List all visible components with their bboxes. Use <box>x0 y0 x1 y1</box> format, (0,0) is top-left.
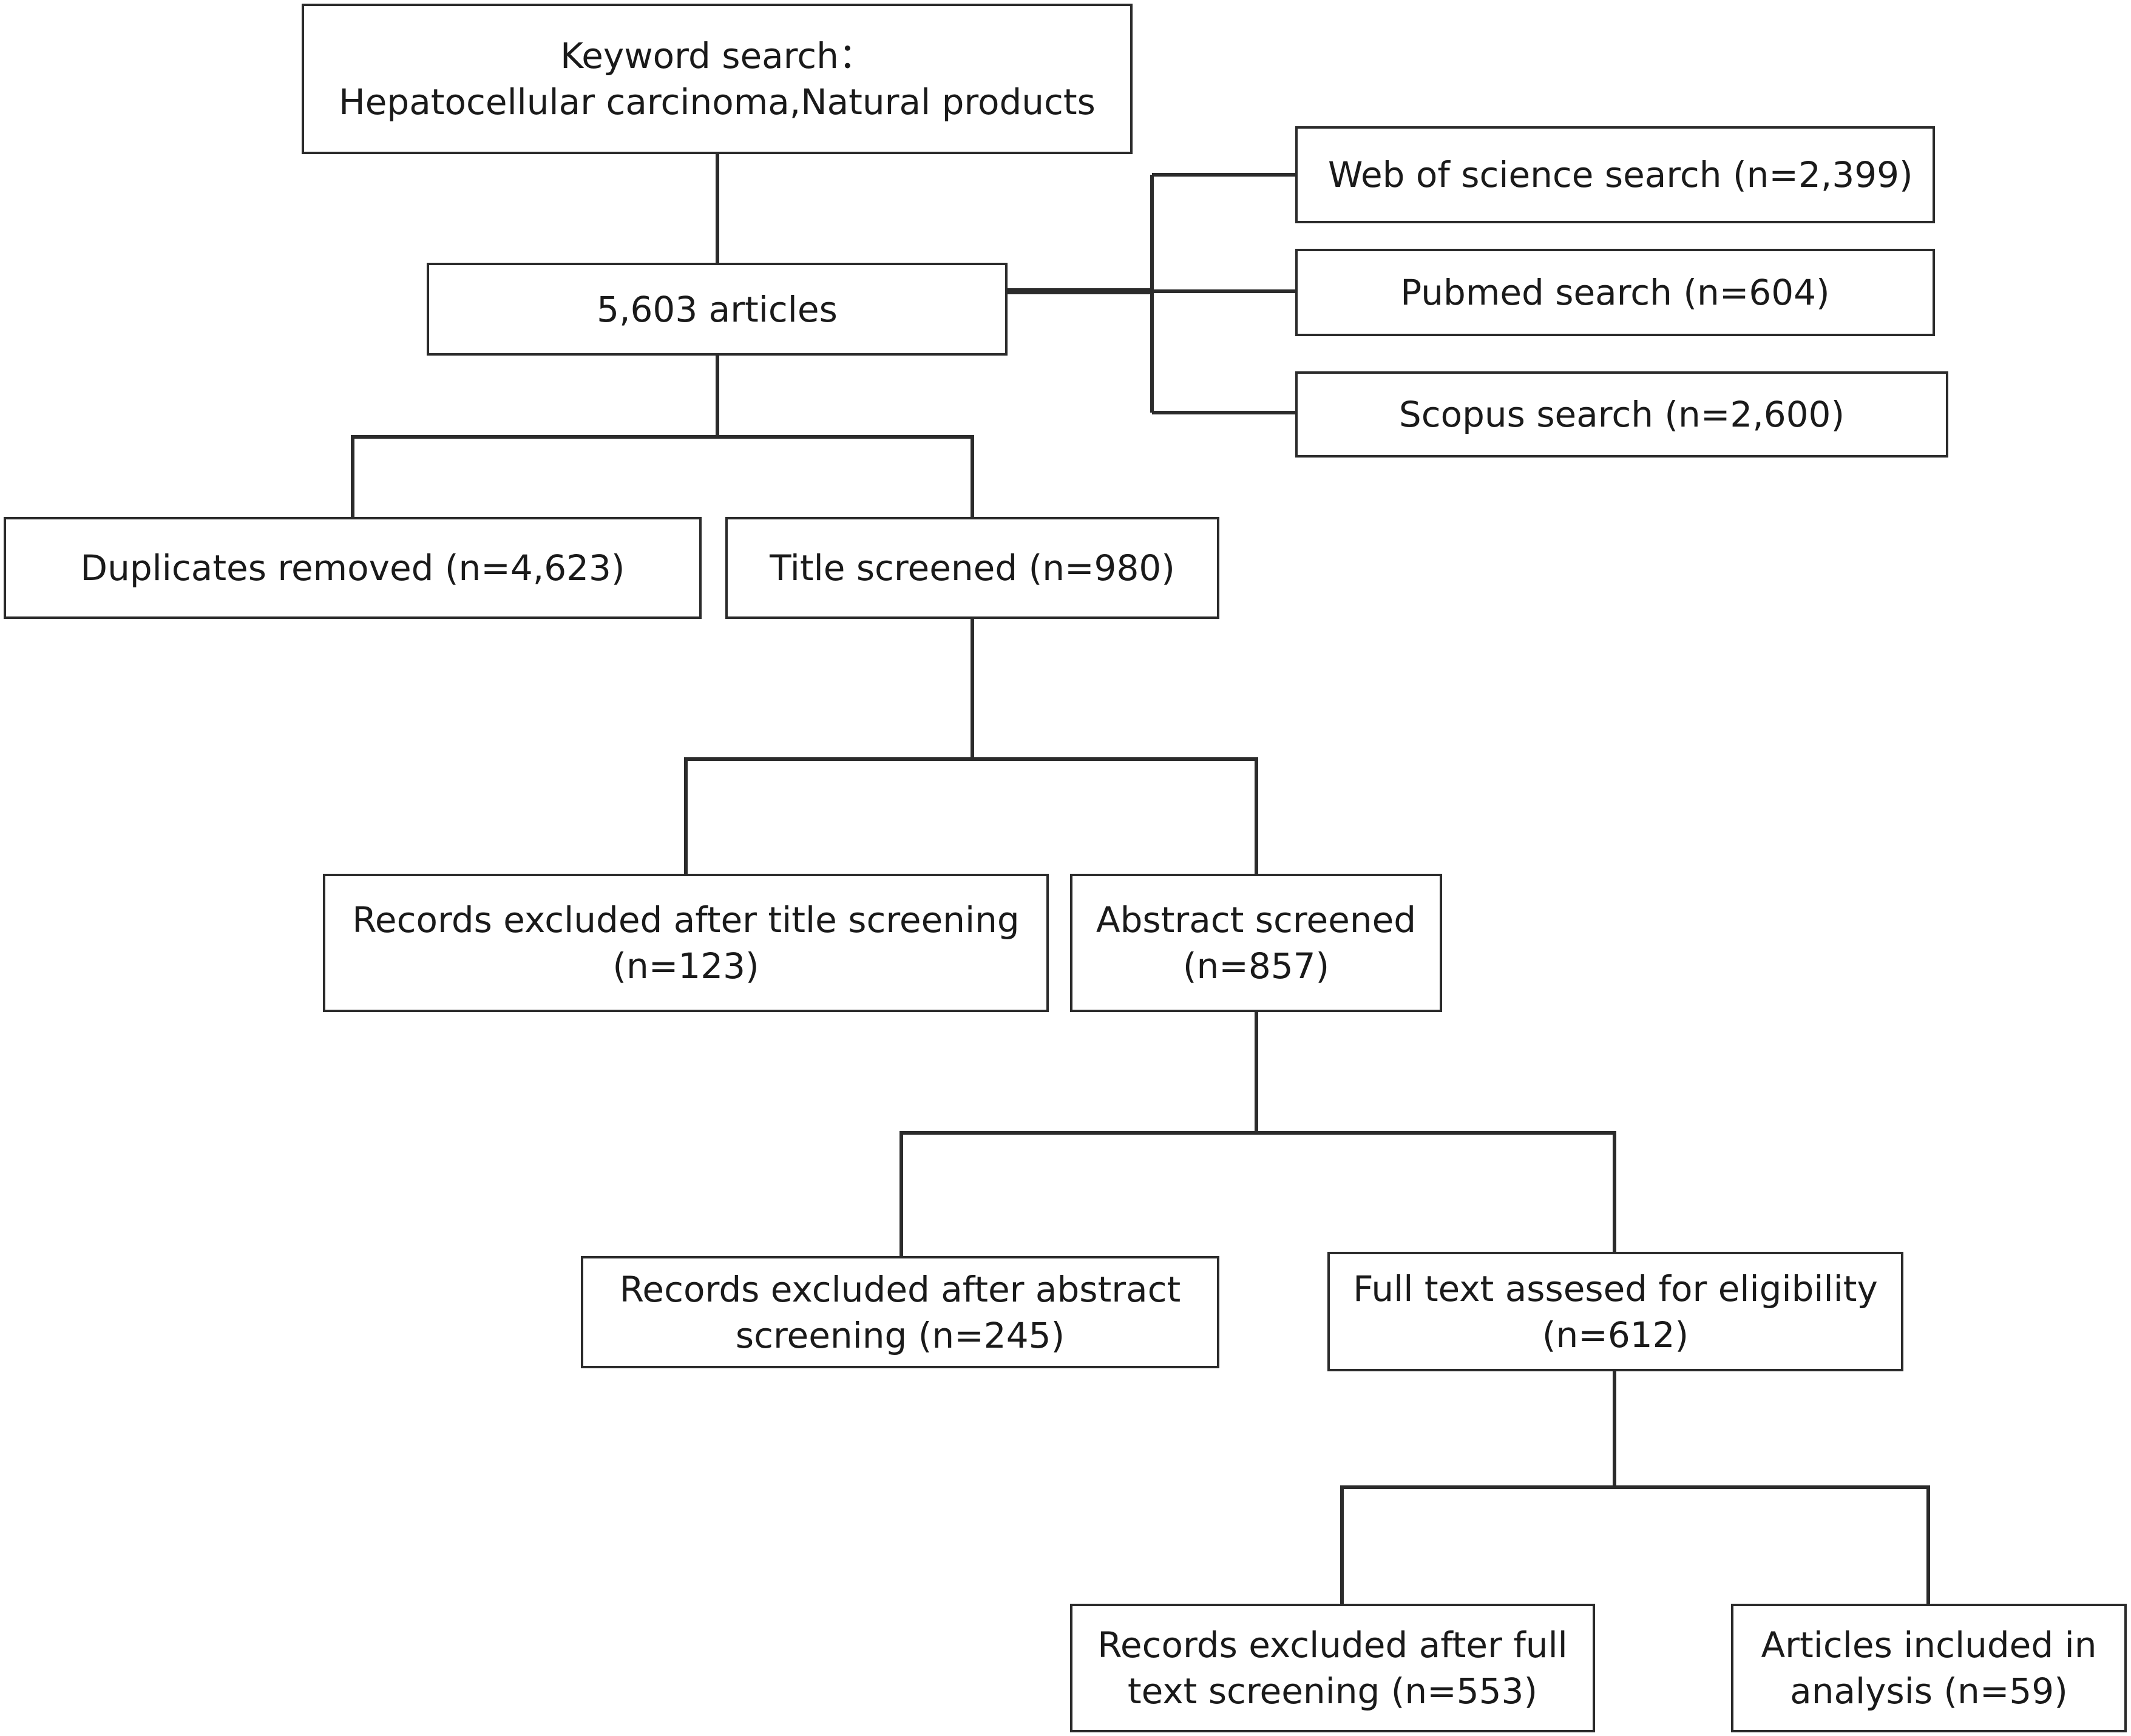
excluded-title-label: Records excluded after title screening <box>352 899 1020 941</box>
abstract-screened-box: Abstract screened (n=857) <box>1070 874 1442 1012</box>
duplicates-removed-box: Duplicates removed (n=4,623) <box>4 517 702 619</box>
keyword-search-terms: Hepatocellular carcinoma,Natural product… <box>339 81 1096 123</box>
title-screened-box: Title screened (n=980) <box>725 517 1219 619</box>
keyword-search-label: Keyword search： <box>560 35 874 76</box>
articles-box: 5,603 articles <box>427 263 1008 356</box>
connector-abstract-split <box>899 1012 1616 1256</box>
full-text-count: (n=612) <box>1542 1314 1689 1356</box>
excluded-abstract-count: screening (n=245) <box>735 1314 1065 1356</box>
scopus-search-box: Scopus search (n=2,600) <box>1295 371 1948 458</box>
wos-search-label: Web of science search (n=2,399) <box>1328 154 1913 195</box>
excluded-full-text-box: Records excluded after full text screeni… <box>1070 1604 1595 1732</box>
articles-count: 5,603 articles <box>597 288 838 330</box>
excluded-full-text-count: text screening (n=553) <box>1127 1670 1538 1712</box>
duplicates-removed-label: Duplicates removed (n=4,623) <box>80 547 625 589</box>
pubmed-search-box: Pubmed search (n=604) <box>1295 249 1935 336</box>
scopus-search-label: Scopus search (n=2,600) <box>1398 394 1845 435</box>
abstract-screened-count: (n=857) <box>1182 945 1330 987</box>
full-text-label: Full text assesed for eligibility <box>1353 1268 1878 1309</box>
keyword-search-box: Keyword search： Hepatocellular carcinoma… <box>302 4 1133 154</box>
connector-articles-split <box>351 356 974 517</box>
connector-fulltext-split <box>1340 1371 1930 1604</box>
wos-search-box: Web of science search (n=2,399) <box>1295 126 1935 223</box>
articles-included-count: analysis (n=59) <box>1790 1670 2068 1712</box>
abstract-screened-label: Abstract screened <box>1096 899 1417 941</box>
articles-included-box: Articles included in analysis (n=59) <box>1731 1604 2127 1732</box>
excluded-abstract-label: Records excluded after abstract <box>619 1268 1181 1310</box>
excluded-title-count: (n=123) <box>612 945 759 987</box>
full-text-box: Full text assesed for eligibility (n=612… <box>1327 1252 1903 1371</box>
excluded-abstract-box: Records excluded after abstract screenin… <box>581 1256 1219 1368</box>
excluded-title-box: Records excluded after title screening (… <box>323 874 1049 1012</box>
connector-title-split <box>684 619 1258 874</box>
title-screened-label: Title screened (n=980) <box>770 547 1175 589</box>
pubmed-search-label: Pubmed search (n=604) <box>1400 272 1830 313</box>
excluded-full-text-label: Records excluded after full <box>1097 1624 1568 1666</box>
articles-included-label: Articles included in <box>1761 1624 2097 1666</box>
